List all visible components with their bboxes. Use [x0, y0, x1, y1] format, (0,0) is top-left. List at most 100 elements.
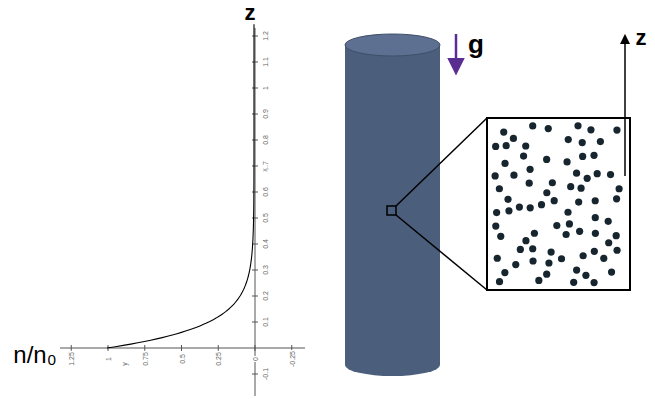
- zoom-box: [487, 118, 630, 290]
- particle: [613, 232, 620, 239]
- axis-name: y: [121, 361, 128, 367]
- particle: [613, 195, 620, 202]
- tick-mark: [252, 140, 258, 141]
- particle: [496, 278, 503, 285]
- particle: [505, 207, 512, 214]
- particle: [512, 261, 519, 268]
- particle: [553, 222, 560, 229]
- tick-mark: [252, 62, 258, 63]
- particle: [591, 248, 598, 255]
- particle: [605, 239, 612, 246]
- particle: [501, 160, 508, 167]
- particle: [613, 247, 620, 254]
- tick-marks: [71, 36, 292, 374]
- tick-mark: [252, 88, 258, 89]
- particle: [545, 259, 552, 266]
- particle: [529, 245, 536, 252]
- tick-mark: [255, 345, 256, 351]
- cylinder-top: [345, 34, 440, 56]
- tick-label: 0: [252, 356, 259, 362]
- tick-mark: [252, 270, 258, 271]
- particle: [564, 209, 571, 216]
- particle: [590, 152, 597, 159]
- particle: [582, 272, 589, 279]
- particle: [573, 266, 580, 273]
- tick-mark: [181, 345, 182, 351]
- axis-title: n/n₀: [13, 343, 56, 367]
- particle: [558, 255, 565, 262]
- particle: [501, 269, 508, 276]
- tick-label: 1.25: [68, 351, 75, 367]
- tick-label: 0.5: [178, 353, 185, 365]
- tick-label: 0.6: [262, 186, 269, 198]
- particle: [529, 122, 536, 129]
- particle: [563, 158, 570, 165]
- tick-mark: [144, 345, 145, 351]
- particle: [570, 279, 577, 286]
- particle: [567, 183, 574, 190]
- particle: [574, 122, 581, 129]
- particle: [492, 222, 499, 229]
- particle: [543, 189, 550, 196]
- vertical-axis: [255, 28, 256, 396]
- particle: [545, 125, 552, 132]
- tick-mark: [252, 192, 258, 193]
- particle: [594, 170, 601, 177]
- particle: [551, 197, 558, 204]
- tick-label: 0.8: [262, 134, 269, 146]
- particle: [526, 180, 533, 187]
- particle: [600, 255, 607, 262]
- particle: [580, 252, 587, 259]
- particle: [579, 153, 586, 160]
- particle: [529, 257, 536, 264]
- particle: [493, 209, 500, 216]
- particle: [522, 142, 529, 149]
- tick-label: 0.25: [215, 351, 222, 367]
- sample-square: [387, 206, 396, 215]
- particle: [613, 126, 620, 133]
- tick-mark: [252, 218, 258, 219]
- particle: [497, 233, 504, 240]
- tick-label: 0.3: [262, 264, 269, 276]
- particle: [526, 166, 533, 173]
- particle: [535, 277, 542, 284]
- particle: [492, 143, 499, 150]
- tick-label: 0.5: [262, 212, 269, 224]
- tick-mark: [71, 345, 72, 351]
- gravity-arrow: [455, 34, 458, 72]
- zoom-line: [396, 215, 487, 290]
- particle: [527, 204, 534, 211]
- particle: [522, 237, 529, 244]
- gravity-label: g: [468, 31, 484, 57]
- particle: [520, 152, 527, 159]
- tick-label: 0.2: [262, 290, 269, 302]
- particle: [538, 201, 545, 208]
- particle: [587, 126, 594, 133]
- tick-mark: [252, 322, 258, 323]
- particle: [543, 156, 550, 163]
- density-curve: [107, 24, 254, 348]
- particle: [563, 231, 570, 238]
- particle: [510, 135, 517, 142]
- tick-label: 1.1: [262, 56, 269, 68]
- tick-label: -0.25: [288, 350, 295, 368]
- particle: [577, 185, 584, 192]
- particle: [597, 138, 604, 145]
- tick-mark: [252, 166, 258, 167]
- tick-label: 1.2: [262, 30, 269, 42]
- zoom-line: [396, 118, 487, 206]
- particle: [565, 136, 572, 143]
- tick-mark: [252, 36, 258, 37]
- horizontal-axis: [60, 348, 305, 349]
- particle: [517, 246, 524, 253]
- particle: [608, 269, 615, 276]
- axis-title: z: [636, 27, 647, 49]
- tick-mark: [252, 296, 258, 297]
- tick-label: 0.1: [262, 316, 269, 328]
- particle: [549, 179, 556, 186]
- particle: [496, 185, 503, 192]
- particle: [503, 142, 510, 149]
- particle: [543, 271, 550, 278]
- particle: [576, 228, 583, 235]
